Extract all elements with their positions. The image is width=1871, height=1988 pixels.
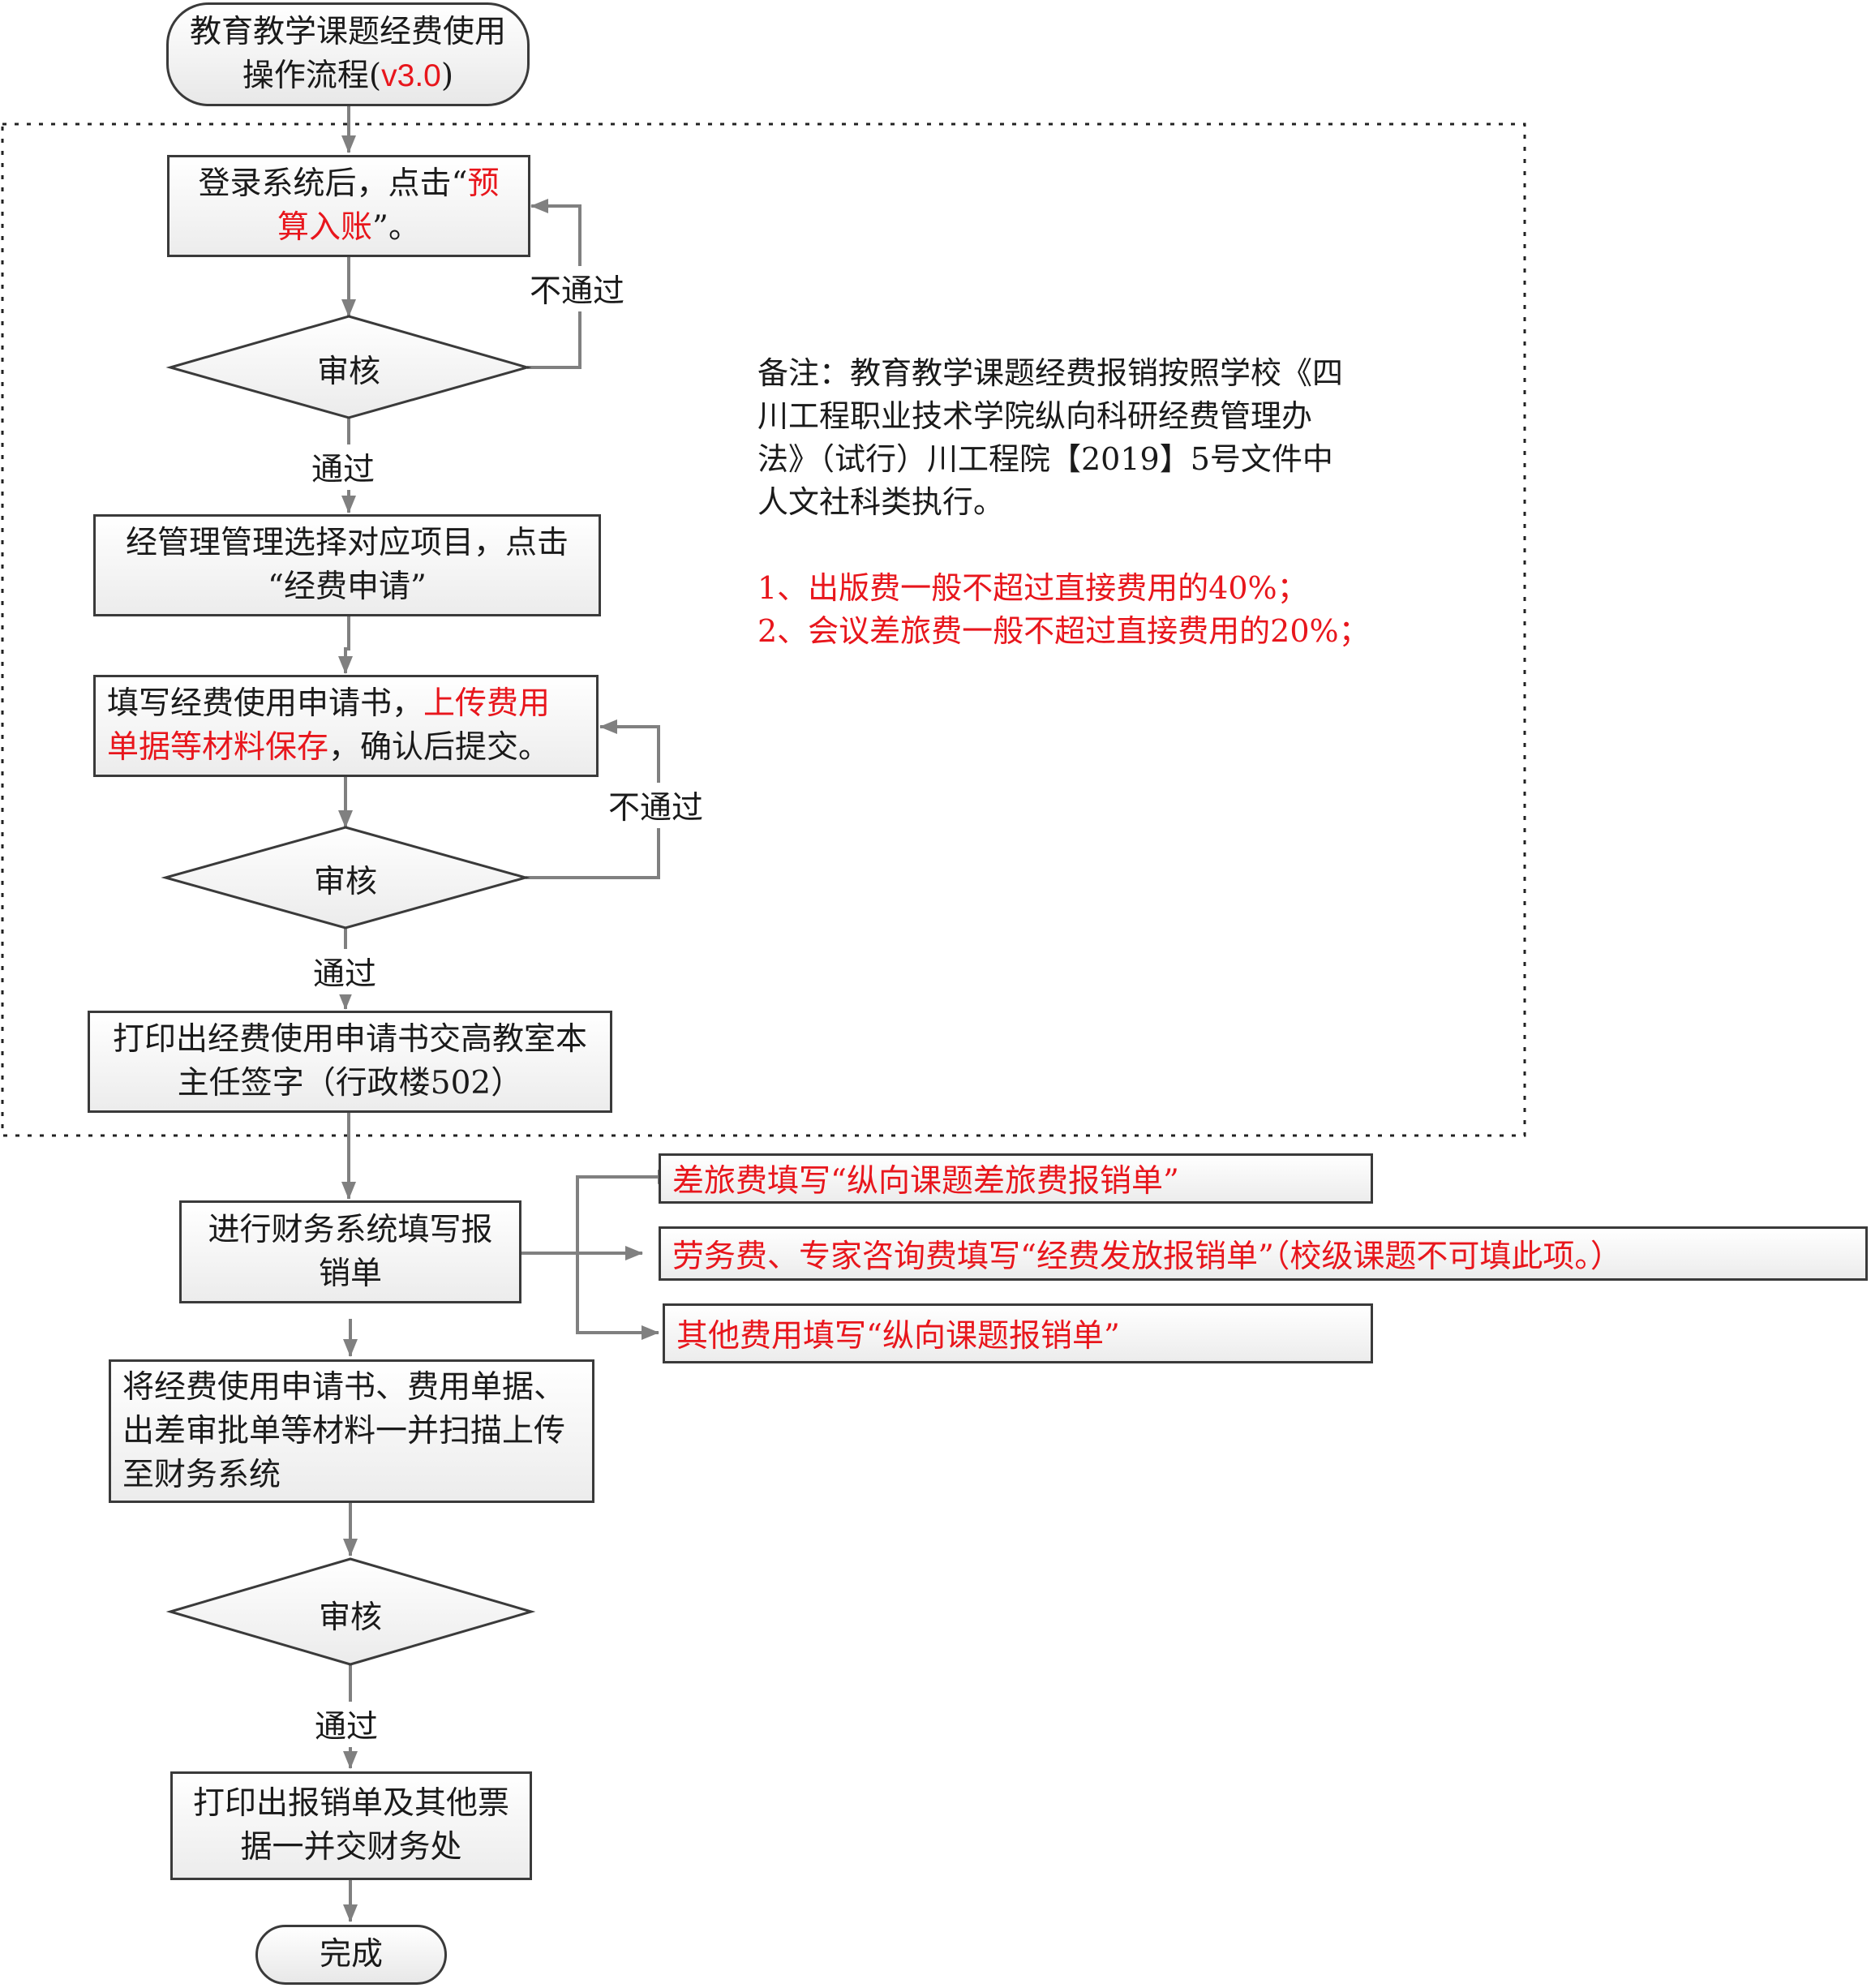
- step4-line1: 打印出经费使用申请书交高教室本: [112, 1021, 587, 1058]
- remark-line1: 备注：教育教学课题经费报销按照学校《四: [757, 355, 1344, 391]
- step6-line3: 至财务系统: [122, 1456, 281, 1493]
- step3-red-2: 单据等材料保存: [107, 729, 329, 766]
- start-line2-suffix: ): [440, 58, 454, 94]
- review-diamond-2: [161, 826, 530, 930]
- step2-line2: “经费申请”: [268, 569, 427, 605]
- remark-line4: 人文社科类执行。: [757, 484, 1005, 520]
- remark-line2: 川工程职业技术学院纵向科研经费管理办: [757, 398, 1313, 434]
- branch-travel-expense: 差旅费填写“纵向课题差旅费报销单”: [659, 1153, 1373, 1204]
- review1-pass-label: 通过: [311, 444, 375, 490]
- step6-line1: 将经费使用申请书、费用单据、: [122, 1368, 566, 1406]
- remark-rule2: 2、会议差旅费一般不超过直接费用的20%；: [757, 613, 1370, 649]
- step1-prefix: 登录系统后，点击“: [198, 165, 468, 202]
- remark-line3: 法》（试行）川工程院【2019】5号文件中: [757, 441, 1333, 477]
- step6-line2: 出差审批单等材料一并扫描上传: [122, 1412, 566, 1449]
- review1-fail-label: 不通过: [530, 266, 625, 311]
- remark-rule1: 1、出版费一般不超过直接费用的40%；: [757, 570, 1308, 606]
- remark-block: 备注：教育教学课题经费报销按照学校《四 川工程职业技术学院纵向科研经费管理办 法…: [757, 352, 1370, 653]
- review-diamond-3: [165, 1557, 536, 1666]
- step2-line1: 经管理管理选择对应项目，点击: [125, 525, 569, 561]
- start-line1: 教育教学课题经费使用: [189, 14, 506, 50]
- step7-line1: 打印出报销单及其他票: [192, 1785, 509, 1822]
- step4-line2: 主任签字（行政楼502）: [177, 1065, 523, 1101]
- step3-suffix: ，确认后提交。: [328, 729, 551, 766]
- step-fill-form: 填写经费使用申请书，上传费用 单据等材料保存，确认后提交。: [93, 675, 599, 777]
- end-label: 完成: [319, 1936, 383, 1973]
- step1-red-1: 预: [467, 165, 500, 202]
- start-terminal: 教育教学课题经费使用 操作流程(v3.0): [166, 2, 530, 106]
- review2-pass-label: 通过: [313, 949, 377, 994]
- review1-label: 审核: [316, 354, 380, 390]
- branch-other-text: 其他费用填写“纵向课题报销单”: [676, 1318, 1120, 1355]
- step-fund-application: 经管理管理选择对应项目，点击 “经费申请”: [93, 514, 601, 616]
- step3-prefix: 填写经费使用申请书，: [107, 685, 424, 722]
- step3-red-1: 上传费用: [423, 685, 551, 722]
- step-login-budget: 登录系统后，点击“预 算入账”。: [167, 155, 530, 257]
- step-finance-system: 进行财务系统填写报 销单: [179, 1200, 521, 1303]
- step-print-reimbursement: 打印出报销单及其他票 据一并交财务处: [170, 1771, 532, 1880]
- step7-line2: 据一并交财务处: [240, 1829, 462, 1866]
- version-label: v3.0: [381, 58, 441, 93]
- branch-labor-expense: 劳务费、专家咨询费填写“经费发放报销单”（校级课题不可填此项。）: [659, 1226, 1868, 1281]
- start-line2-prefix: 操作流程(: [242, 58, 382, 94]
- end-terminal: 完成: [255, 1925, 447, 1985]
- step1-red-2: 算入账: [277, 209, 373, 246]
- review3-pass-label: 通过: [315, 1702, 379, 1747]
- step-scan-upload: 将经费使用申请书、费用单据、 出差审批单等材料一并扫描上传 至财务系统: [109, 1359, 594, 1503]
- branch-labor-text: 劳务费、专家咨询费填写“经费发放报销单”（校级课题不可填此项。）: [672, 1238, 1622, 1275]
- review2-label: 审核: [313, 864, 377, 900]
- review3-label: 审核: [318, 1599, 382, 1636]
- branch-travel-text: 差旅费填写“纵向课题差旅费报销单”: [672, 1163, 1179, 1200]
- step1-suffix: ”。: [372, 209, 420, 246]
- step5-line1: 进行财务系统填写报: [208, 1211, 493, 1248]
- step5-line2: 销单: [318, 1255, 382, 1292]
- review-diamond-1: [165, 315, 532, 419]
- review2-fail-label: 不通过: [608, 783, 704, 828]
- branch-other-expense: 其他费用填写“纵向课题报销单”: [663, 1303, 1373, 1363]
- step-print-application: 打印出经费使用申请书交高教室本 主任签字（行政楼502）: [88, 1011, 612, 1113]
